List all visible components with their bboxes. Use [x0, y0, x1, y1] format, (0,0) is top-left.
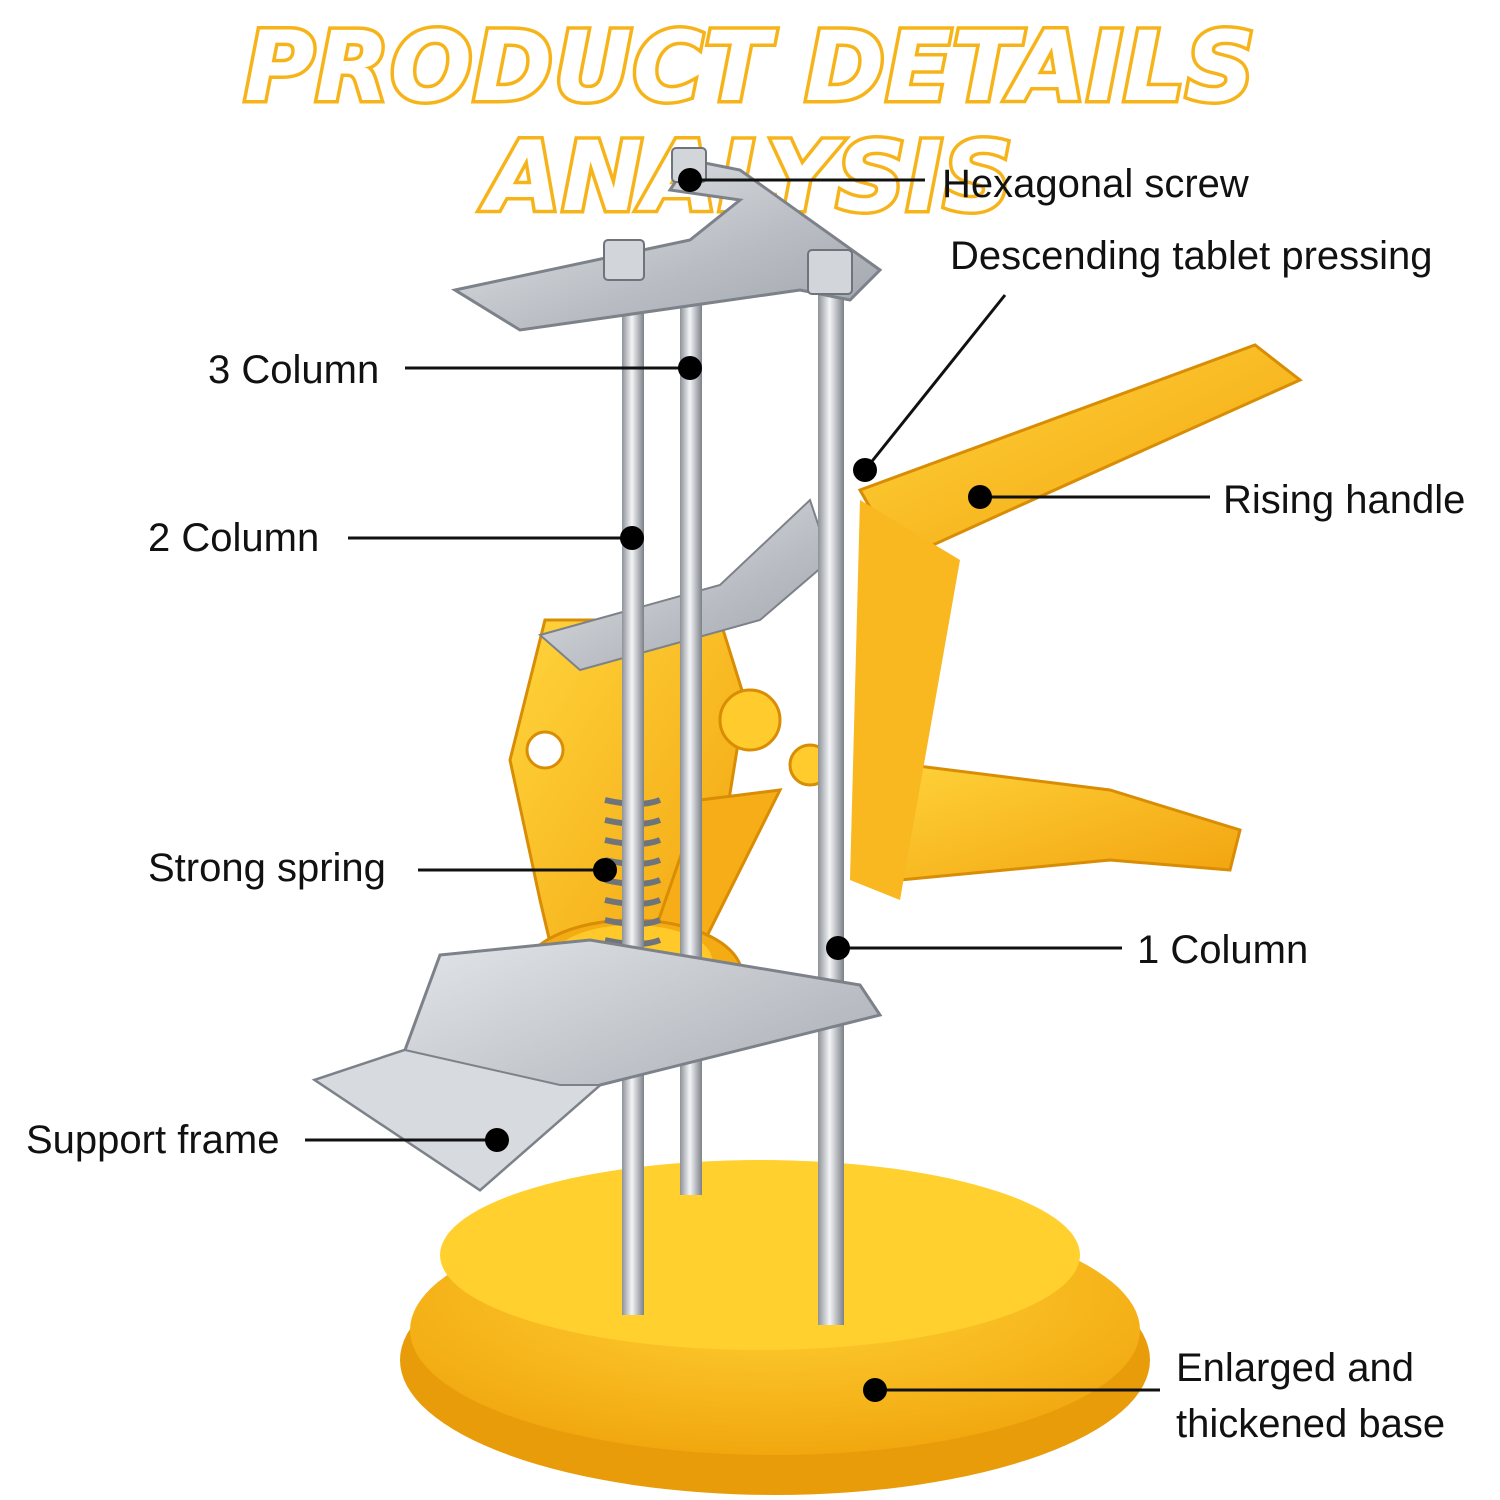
label-descending-tablet: Descending tablet pressing [950, 234, 1433, 278]
label-base-line1: Enlarged and [1176, 1346, 1414, 1390]
label-hexagonal-screw: Hexagonal screw [942, 162, 1249, 206]
callout-descending-tablet [863, 294, 1007, 471]
top-plate [451, 147, 883, 332]
label-column1: 1 Column [1137, 928, 1309, 972]
support-frame [311, 938, 883, 1192]
label-support-frame: Support frame [26, 1118, 280, 1162]
label-column2: 2 Column [148, 516, 320, 560]
rising-handle [850, 343, 1303, 900]
callouts [305, 168, 1210, 1402]
label-strong-spring: Strong spring [148, 846, 386, 890]
label-rising-handle: Rising handle [1223, 478, 1466, 522]
base [400, 1160, 1150, 1495]
label-column3: 3 Column [208, 348, 380, 392]
label-base-line2: thickened base [1176, 1402, 1446, 1446]
